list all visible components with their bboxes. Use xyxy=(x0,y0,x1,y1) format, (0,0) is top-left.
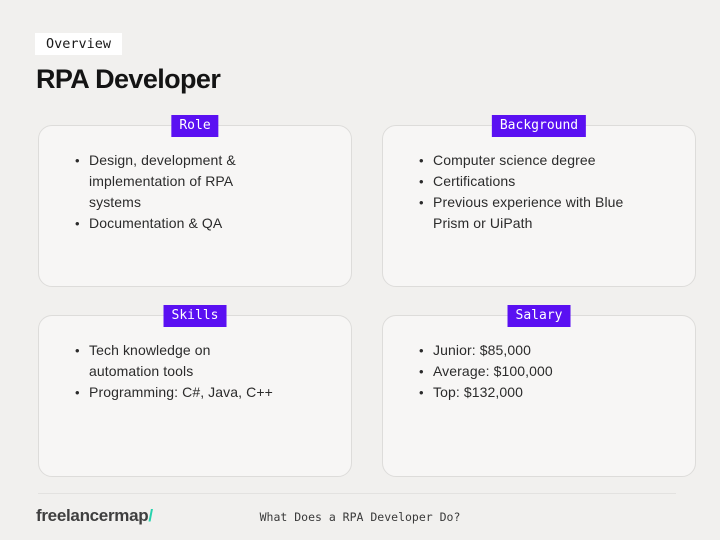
card-skills-list: Tech knowledge on automation tools Progr… xyxy=(73,340,331,403)
card-skills: Skills Tech knowledge on automation tool… xyxy=(38,305,352,477)
freelancermap-logo: freelancermap/ xyxy=(36,506,153,526)
logo-slash: / xyxy=(148,506,153,525)
cards-grid: Role Design, development & implementatio… xyxy=(38,115,696,477)
card-role-label: Role xyxy=(171,115,219,137)
card-salary-label: Salary xyxy=(507,305,571,327)
footer-divider xyxy=(38,493,676,494)
card-background-label: Background xyxy=(491,115,587,137)
card-role-list: Design, development & implementation of … xyxy=(73,150,331,234)
list-item: Programming: C#, Java, C++ xyxy=(73,382,281,403)
list-item: Junior: $85,000 xyxy=(417,340,625,361)
footer-caption: What Does a RPA Developer Do? xyxy=(259,510,461,524)
list-item: Top: $132,000 xyxy=(417,382,625,403)
list-item: Documentation & QA xyxy=(73,213,281,234)
card-role: Role Design, development & implementatio… xyxy=(38,115,352,287)
card-background: Background Computer science degree Certi… xyxy=(382,115,696,287)
list-item: Average: $100,000 xyxy=(417,361,625,382)
overview-tag: Overview xyxy=(35,33,123,55)
list-item: Design, development & implementation of … xyxy=(73,150,281,213)
list-item: Certifications xyxy=(417,171,625,192)
card-skills-label: Skills xyxy=(163,305,227,327)
card-salary: Salary Junior: $85,000 Average: $100,000… xyxy=(382,305,696,477)
card-background-list: Computer science degree Certifications P… xyxy=(417,150,675,234)
logo-wordmark: freelancermap xyxy=(36,506,149,525)
list-item: Tech knowledge on automation tools xyxy=(73,340,281,382)
list-item: Computer science degree xyxy=(417,150,625,171)
page-title: RPA Developer xyxy=(36,64,221,94)
card-salary-list: Junior: $85,000 Average: $100,000 Top: $… xyxy=(417,340,675,403)
list-item: Previous experience with Blue Prism or U… xyxy=(417,192,625,234)
